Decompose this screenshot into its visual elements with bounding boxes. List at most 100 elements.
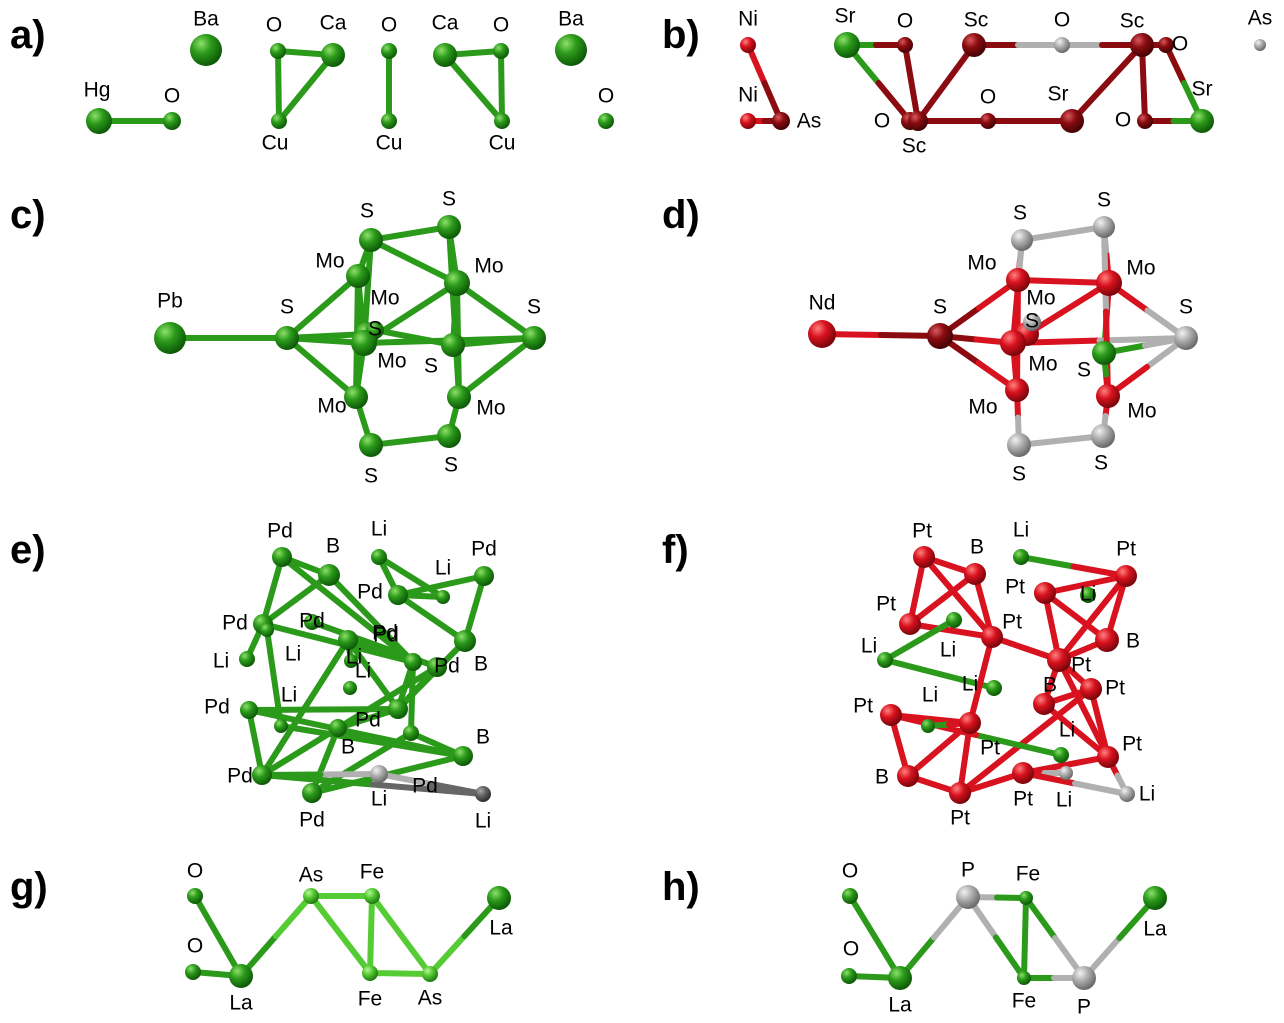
- panel-label: e): [10, 528, 46, 572]
- atom-label-cu: Cu: [262, 132, 289, 155]
- bond-17-a: [320, 706, 401, 713]
- atom-label-pt: Pt: [1116, 538, 1136, 561]
- atom-pd-0: [272, 547, 292, 567]
- atom-s-1: [275, 326, 299, 350]
- atom-label-s: S: [280, 296, 294, 319]
- atom-mo-4: [346, 264, 370, 288]
- atom-fe-5: [1017, 971, 1031, 985]
- atom-label-pt: Pt: [1071, 654, 1091, 677]
- atom-label-sr: Sr: [1048, 83, 1069, 106]
- bond-20-a: [1101, 224, 1109, 315]
- atom-label-la: La: [888, 994, 912, 1017]
- atom-label-li: Li: [922, 684, 938, 707]
- atom-pd-24: [403, 725, 419, 741]
- atom-label-pd: Pd: [299, 809, 325, 832]
- atom-label-o: O: [897, 10, 913, 33]
- atom-s-13: [1007, 433, 1031, 457]
- atom-label-o: O: [1115, 109, 1131, 132]
- atom-ni-0: [740, 37, 756, 53]
- bond-6-a: [369, 893, 404, 938]
- atom-label-b: B: [341, 736, 355, 759]
- atom-ca-8: [433, 43, 457, 67]
- bond-35-a: [264, 627, 277, 681]
- atom-label-mo: Mo: [377, 350, 406, 373]
- atom-pd-11: [404, 653, 422, 671]
- atom-label-mo: Mo: [317, 395, 346, 418]
- atom-label-b: B: [875, 766, 889, 789]
- atom-label-mo: Mo: [1126, 257, 1155, 280]
- atom-mo-11: [344, 385, 368, 409]
- atom-label-s: S: [360, 200, 374, 223]
- atom-ba-11: [555, 34, 587, 66]
- atoms: [877, 546, 1137, 804]
- atom-label-as: As: [797, 110, 822, 133]
- atom-o-1: [841, 968, 857, 984]
- atom-o-12: [980, 113, 996, 129]
- atom-label-li: Li: [1059, 719, 1075, 742]
- atom-b-1: [318, 564, 340, 586]
- atom-cu-5: [271, 113, 287, 129]
- atom-pd-5: [388, 585, 408, 605]
- atom-nd-0: [808, 320, 836, 348]
- atom-label-b: B: [1126, 630, 1140, 653]
- atom-mo-9: [1000, 330, 1026, 356]
- atom-mo-12: [1096, 384, 1120, 408]
- atom-pt-6: [981, 626, 1003, 648]
- panel-label: f): [662, 528, 689, 572]
- atom-mo-12: [447, 385, 471, 409]
- atom-label-mo: Mo: [315, 250, 344, 273]
- atom-label-pd: Pd: [412, 775, 438, 798]
- atom-label-sr: Sr: [835, 5, 856, 28]
- atom-pd-4: [474, 566, 494, 586]
- atom-label-fe: Fe: [1016, 863, 1041, 886]
- atom-la-2: [888, 966, 912, 990]
- atom-o-0: [842, 888, 858, 904]
- atom-s-2: [1011, 229, 1033, 251]
- atoms: [740, 32, 1266, 133]
- atom-label-pd: Pd: [227, 765, 253, 788]
- atom-label-ca: Ca: [320, 12, 347, 35]
- atom-b-19: [897, 765, 919, 787]
- atom-pd-14: [427, 657, 447, 677]
- atom-s-2: [359, 228, 383, 252]
- atom-label-s: S: [1025, 310, 1039, 333]
- atom-label-s: S: [424, 355, 438, 378]
- bond-23-a: [446, 224, 457, 315]
- atom-pt-4: [1115, 565, 1137, 587]
- atom-sr-13: [1060, 109, 1084, 133]
- atom-mo-7: [444, 270, 470, 296]
- bond-36-a: [278, 723, 375, 744]
- atom-pt-14: [1080, 678, 1102, 700]
- bond-11-b: [1096, 335, 1189, 344]
- atom-pd-16: [388, 699, 408, 719]
- atom-label-pt: Pt: [1122, 733, 1142, 756]
- atom-b-8: [1095, 628, 1119, 652]
- atom-b-1: [964, 563, 986, 585]
- bond-22-b: [384, 753, 466, 778]
- atom-label-o: O: [493, 14, 509, 37]
- atoms: [808, 216, 1198, 457]
- atom-li-16: [921, 719, 935, 733]
- atom-pd-19: [252, 765, 272, 785]
- bond-36-b: [369, 738, 466, 759]
- atom-label-b: B: [326, 535, 340, 558]
- atom-label-pt: Pt: [912, 520, 932, 543]
- atom-label-pd: Pd: [357, 581, 383, 604]
- atom-pt-18: [880, 704, 902, 726]
- atom-s-8: [441, 333, 465, 357]
- atom-label-s: S: [1094, 452, 1108, 475]
- atoms: [185, 886, 511, 988]
- atom-p-6: [1072, 966, 1096, 990]
- atom-o-4: [897, 37, 913, 53]
- atom-li-8: [239, 651, 255, 667]
- atom-li-2: [371, 549, 387, 565]
- atom-pt-5: [899, 613, 921, 635]
- atom-s-1: [927, 323, 953, 349]
- bond-21-b: [957, 738, 1029, 796]
- bond-4-a: [308, 893, 344, 938]
